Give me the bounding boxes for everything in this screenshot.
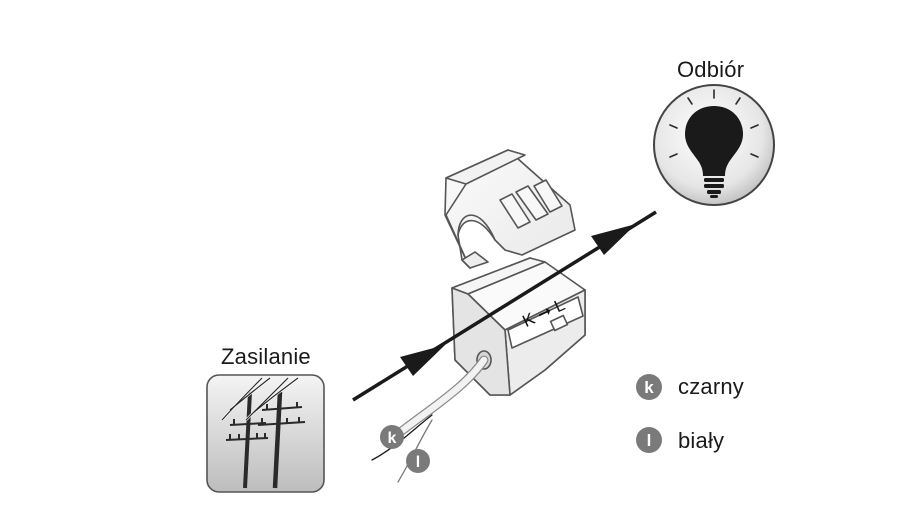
svg-text:l: l bbox=[647, 431, 652, 450]
svg-text:k: k bbox=[388, 430, 397, 447]
svg-text:l: l bbox=[416, 454, 420, 471]
legend-badge-k: k bbox=[636, 374, 662, 400]
load-label: Odbiór bbox=[677, 57, 745, 82]
power-pole-icon bbox=[206, 374, 325, 493]
svg-text:k: k bbox=[644, 378, 654, 397]
wire-badge-l: l bbox=[406, 449, 430, 473]
current-transformer-clamp bbox=[444, 149, 586, 396]
current-direction-arrow bbox=[352, 210, 657, 402]
legend-badge-l: l bbox=[636, 427, 662, 453]
light-bulb-icon bbox=[653, 84, 775, 206]
wire-badge-k: k bbox=[380, 425, 404, 449]
legend-text-white: biały bbox=[678, 428, 725, 453]
supply-label: Zasilanie bbox=[221, 344, 311, 369]
legend-text-black: czarny bbox=[678, 374, 744, 399]
